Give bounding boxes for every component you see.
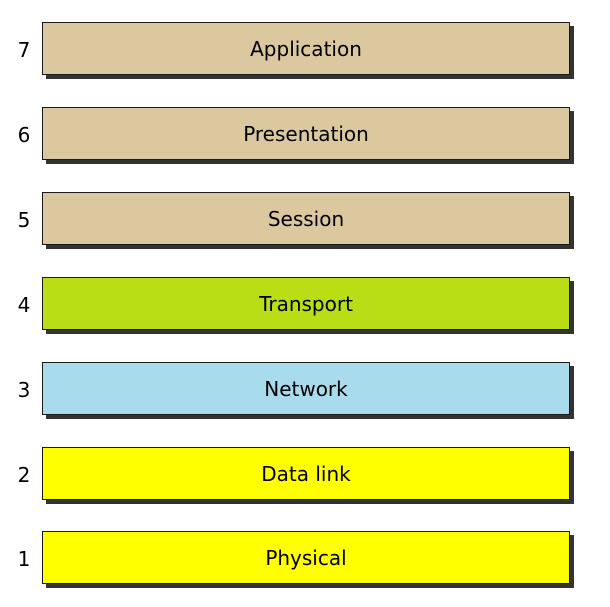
layer-number: 4 bbox=[17, 293, 31, 317]
layer-number: 5 bbox=[17, 208, 31, 232]
layer-name: Session bbox=[267, 206, 345, 231]
layer-row-1: 1 Physical bbox=[0, 531, 610, 588]
layer-row-7: 7 Application bbox=[0, 22, 610, 79]
layer-box-transport: Transport bbox=[42, 277, 570, 330]
layer-number: 6 bbox=[17, 123, 31, 147]
layer-box-presentation: Presentation bbox=[42, 107, 570, 160]
layer-number: 3 bbox=[17, 378, 31, 402]
layer-name: Application bbox=[250, 36, 362, 61]
layer-box-data-link: Data link bbox=[42, 447, 570, 500]
layer-number: 7 bbox=[17, 38, 31, 62]
layer-row-3: 3 Network bbox=[0, 362, 610, 419]
layer-row-6: 6 Presentation bbox=[0, 107, 610, 164]
layer-box-physical: Physical bbox=[42, 531, 570, 584]
layer-name: Presentation bbox=[243, 121, 369, 146]
layer-name: Data link bbox=[261, 461, 351, 486]
layer-number: 2 bbox=[17, 463, 31, 487]
layer-name: Physical bbox=[265, 545, 347, 570]
layer-number: 1 bbox=[17, 547, 31, 571]
layer-box-application: Application bbox=[42, 22, 570, 75]
layer-name: Transport bbox=[259, 291, 353, 316]
layer-row-2: 2 Data link bbox=[0, 447, 610, 504]
layer-row-5: 5 Session bbox=[0, 192, 610, 249]
layer-name: Network bbox=[264, 376, 348, 401]
layer-box-network: Network bbox=[42, 362, 570, 415]
layer-box-session: Session bbox=[42, 192, 570, 245]
layer-row-4: 4 Transport bbox=[0, 277, 610, 334]
